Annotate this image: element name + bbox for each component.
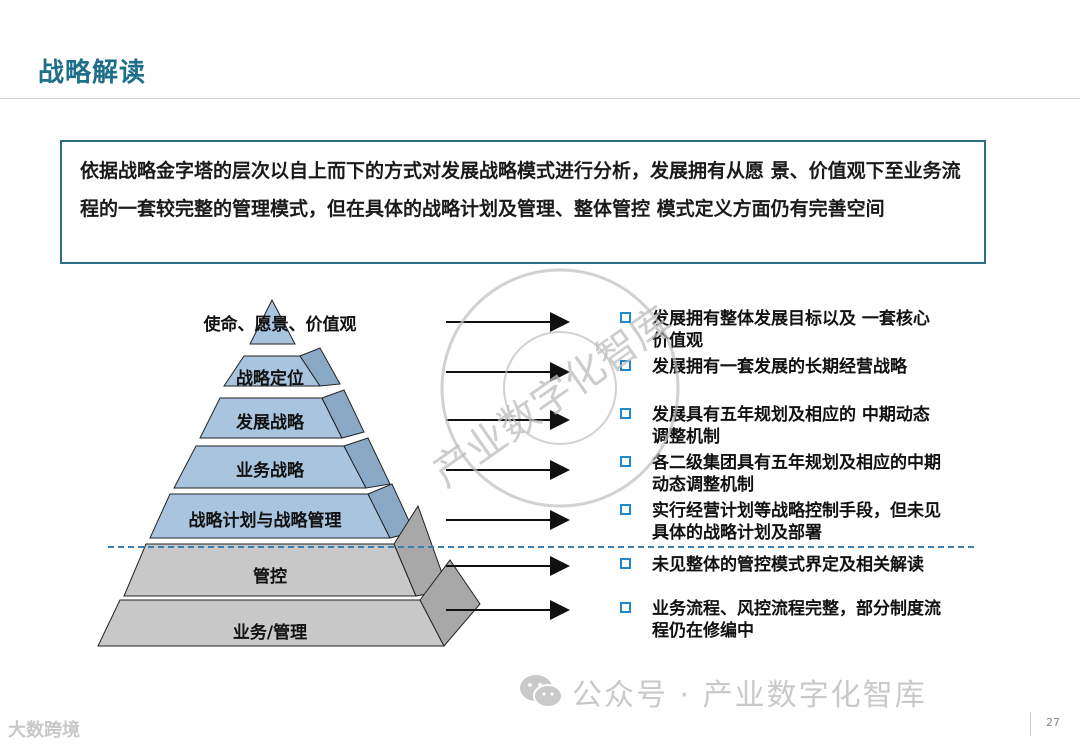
pyramid-layer-1: [249, 298, 296, 345]
intro-textbox: 依据战略金字塔的层次以自上而下的方式对发展战略模式进行分析，发展拥有从愿 景、价…: [60, 140, 986, 264]
checkbox-bullet-icon: [620, 312, 631, 323]
checkbox-bullet-icon: [620, 360, 631, 371]
section-divider-dashed: [108, 546, 974, 548]
footer-brand-text: 公众号 · 产业数字化智库: [572, 678, 927, 713]
bullet-text: 未见整体的管控模式界定及相关解读: [652, 555, 924, 575]
pyramid-label-7: 业务/管理: [232, 623, 308, 643]
page-title: 战略解读: [38, 58, 147, 88]
pyramid-label-6: 管控: [253, 567, 287, 587]
footer-logo: 大数跨境: [8, 720, 80, 741]
pyramid-label-2: 战略定位: [236, 369, 304, 389]
pyramid-label-4: 业务战略: [236, 461, 304, 481]
checkbox-bullet-icon: [620, 408, 631, 419]
bullet-text: 发展拥有一套发展的长期经营战略: [652, 357, 907, 377]
checkbox-bullet-icon: [620, 456, 631, 467]
wechat-icon: [520, 675, 563, 708]
pyramid-label-1: 使命、愿景、价值观: [203, 315, 357, 335]
pyramid-label-5: 战略计划与战略管理: [188, 511, 342, 531]
page-number: 27: [1046, 716, 1060, 729]
page-number-divider: [1030, 712, 1031, 736]
checkbox-bullet-icon: [620, 504, 631, 515]
checkbox-bullet-icon: [620, 602, 631, 613]
checkbox-bullet-icon: [620, 558, 631, 569]
bullet-text: 实行经营计划等战略控制手段，但未见具体的战略计划及部署: [652, 501, 941, 543]
pyramid-label-3: 发展战略: [236, 413, 304, 433]
bullet-text: 发展拥有整体发展目标以及 一套核心价值观: [652, 309, 930, 351]
bullet-text: 发展具有五年规划及相应的 中期动态调整机制: [652, 405, 930, 447]
bullet-text: 业务流程、风控流程完整，部分制度流程仍在修编中: [652, 599, 941, 641]
bullet-text: 各二级集团具有五年规划及相应的中期动态调整机制: [652, 453, 941, 495]
title-divider: [0, 98, 1080, 99]
